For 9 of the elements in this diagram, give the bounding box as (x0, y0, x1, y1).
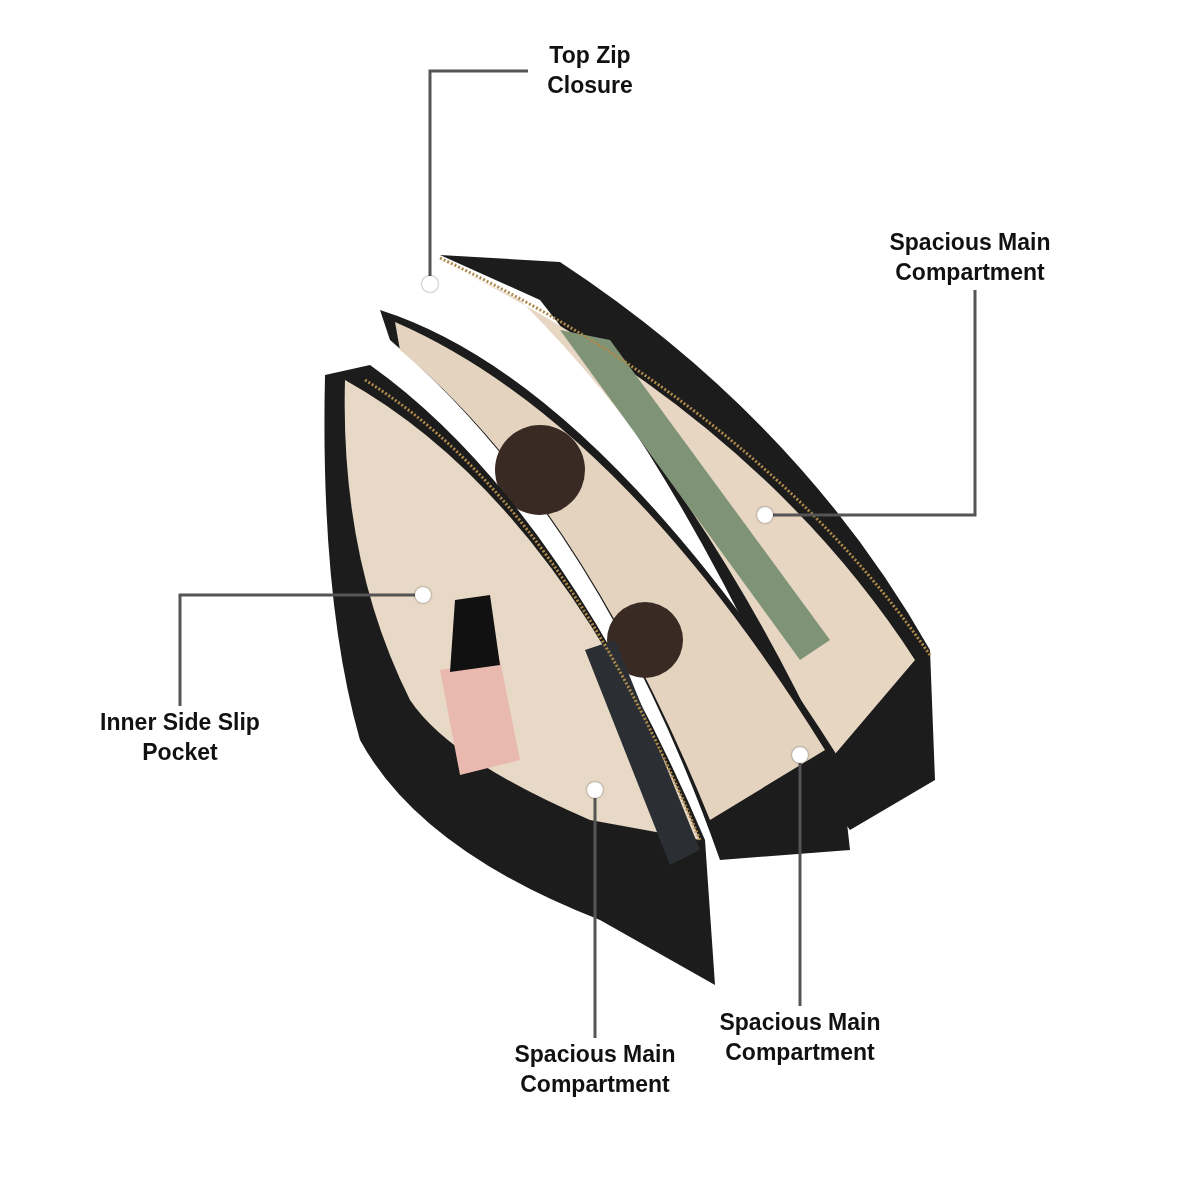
callout-dot (422, 276, 438, 292)
leader-line (178, 593, 415, 706)
leader-line (428, 69, 528, 276)
callout-label: Spacious Main Compartment (718, 1008, 882, 1067)
callout-label: Spacious Main Compartment (888, 228, 1052, 287)
callout-label: Spacious Main Compartment (513, 1040, 677, 1099)
leader-line (773, 290, 977, 517)
callout-label: Inner Side Slip Pocket (99, 708, 261, 767)
callout-label: Top Zip Closure (546, 41, 634, 100)
